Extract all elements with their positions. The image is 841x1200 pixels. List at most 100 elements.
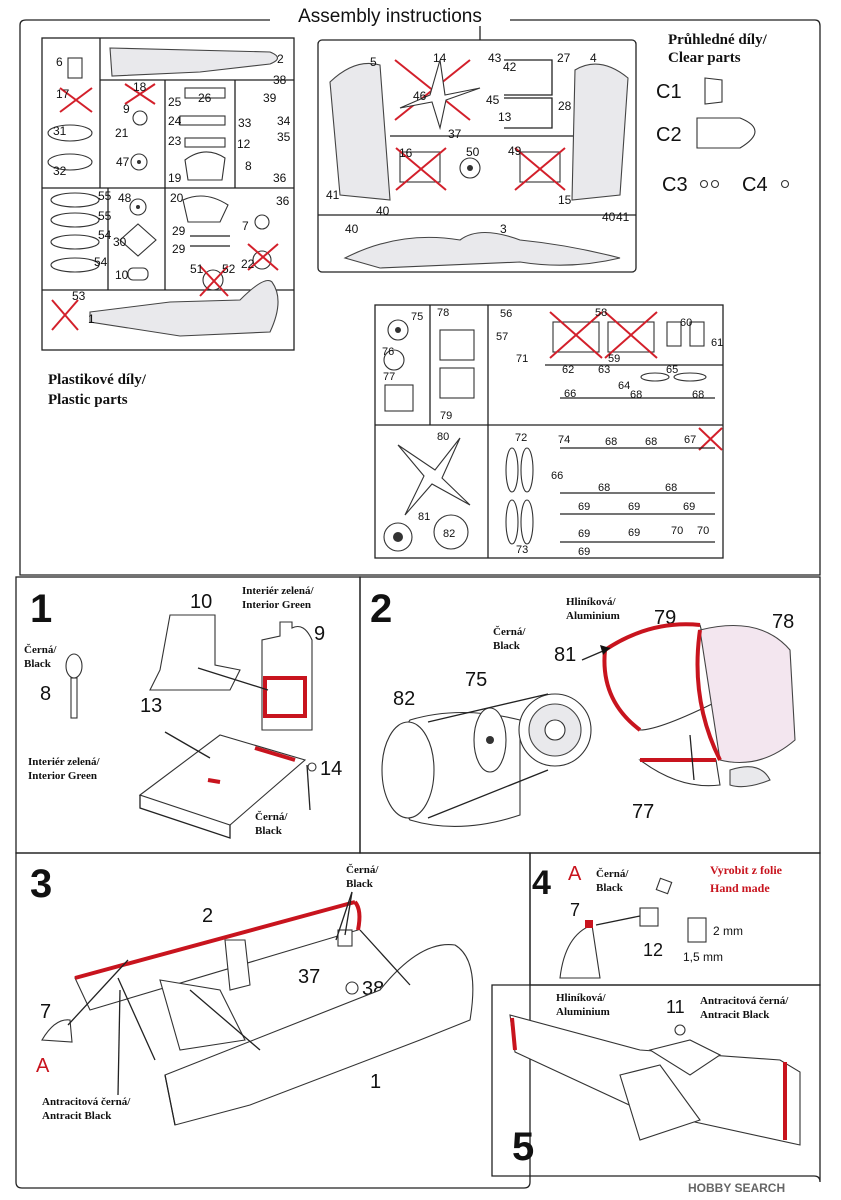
clear-part-label: C3 xyxy=(662,174,688,196)
part-number: 7 xyxy=(40,1001,51,1023)
sprue-a-number: 18 xyxy=(133,80,147,94)
page-title: Assembly instructions xyxy=(298,6,482,27)
plastic-parts-label-en: Plastic parts xyxy=(48,392,128,408)
part-number: 12 xyxy=(643,940,663,960)
sprue-b-number: 50 xyxy=(466,145,480,159)
sprue-c xyxy=(374,304,724,559)
sprue-a-number: 26 xyxy=(198,91,212,105)
sprue-a-number: 39 xyxy=(263,91,277,105)
step-number: 2 xyxy=(370,587,392,631)
sprue-c-number: 69 xyxy=(628,501,640,513)
step3-frame xyxy=(15,852,531,1189)
clear-parts-label-cz: Průhledné díly/ xyxy=(668,32,768,48)
sprue-b-number: 42 xyxy=(503,60,517,74)
sprue-a-number: 55 xyxy=(98,209,112,223)
sprue-b-number: 13 xyxy=(498,110,512,124)
sprue-c-number: 63 xyxy=(598,364,610,376)
dimension-label: 1,5 mm xyxy=(683,950,723,964)
sprue-b-number: 15 xyxy=(558,193,572,207)
part-number: 13 xyxy=(140,695,162,717)
sprue-a-number: 33 xyxy=(238,116,252,130)
sprue-c-number: 66 xyxy=(551,470,563,482)
sprue-a-number: 29 xyxy=(172,224,186,238)
sprue-c-number: 82 xyxy=(443,528,455,540)
paint-label: Antracit Black xyxy=(42,1110,112,1122)
sprue-a-labels: 6 2 38 17 18 9 25 26 39 33 34 35 31 21 2… xyxy=(53,52,291,326)
sprue-c-number: 69 xyxy=(578,546,590,558)
step-number: 1 xyxy=(30,587,52,631)
sprue-a-number: 30 xyxy=(113,235,127,249)
sprue-c-number: 75 xyxy=(411,311,423,323)
part-number: 11 xyxy=(666,997,685,1017)
sprue-a-number: 25 xyxy=(168,95,182,109)
step3: 3 Černá/ Black 2 37 38 7 A 1 Antracitová… xyxy=(30,862,474,1126)
cowling-lower-part xyxy=(638,759,721,787)
sprue-c-number: 59 xyxy=(608,353,620,365)
paint-label: Černá/ xyxy=(24,643,57,656)
sprue-a-number: 7 xyxy=(242,219,249,233)
sprue-c-number: 78 xyxy=(437,307,449,319)
sprue-a-number: 8 xyxy=(245,159,252,173)
handmade-label: Vyrobit z folie xyxy=(710,863,783,877)
paint-label: Interiér zelená/ xyxy=(28,756,101,768)
handmade-label: Hand made xyxy=(710,881,770,895)
sprue-a-number: 31 xyxy=(53,124,67,138)
sprue-a-number: 23 xyxy=(168,134,182,148)
instrument-panel-part xyxy=(559,924,601,979)
sprue-c-number: 69 xyxy=(683,501,695,513)
sprue-a-number: 21 xyxy=(115,126,129,140)
paint-label: Antracit Black xyxy=(700,1009,770,1021)
sprue-a-number: 54 xyxy=(98,228,112,242)
sprue-c-labels: 75 78 56 58 60 76 57 61 77 71 59 62 63 6… xyxy=(382,307,723,558)
paint-label: Interior Green xyxy=(28,770,97,782)
sprue-a-number: 1 xyxy=(88,312,95,326)
sprue-a-number: 17 xyxy=(56,87,70,101)
sprue-a-number: 19 xyxy=(168,171,182,185)
sprue-a-number: 32 xyxy=(53,164,67,178)
sprue-b-number: 4 xyxy=(590,51,597,65)
fuselage-right-half xyxy=(164,944,474,1126)
sprue-c-number: 79 xyxy=(440,410,452,422)
sprue-a-number: 10 xyxy=(115,268,129,282)
title-mask xyxy=(270,6,510,26)
sprue-c-number: 58 xyxy=(595,307,607,319)
sprue-c-number: 77 xyxy=(383,371,395,383)
part-number: 78 xyxy=(772,611,794,633)
sprue-a-number: 48 xyxy=(118,191,132,205)
sprue-b-number: 40 xyxy=(376,204,390,218)
plastic-parts-label-cz: Plastikové díly/ xyxy=(48,372,147,388)
step-number: 3 xyxy=(30,862,52,906)
sprue-c-number: 68 xyxy=(630,389,642,401)
sprue-c-number: 64 xyxy=(618,380,630,392)
sprue-c-number: 73 xyxy=(516,544,528,556)
sprue-a-number: 51 xyxy=(190,262,204,276)
sprue-c-number: 68 xyxy=(665,482,677,494)
sprue-c-number: 57 xyxy=(496,331,508,343)
paint-label: Aluminium xyxy=(556,1006,610,1018)
sprue-a-number: 35 xyxy=(277,130,291,144)
step-number: 4 xyxy=(532,864,551,902)
sprue-a-number: 29 xyxy=(172,242,186,256)
part-number: 82 xyxy=(393,688,415,710)
paint-label: Černá/ xyxy=(255,810,288,823)
clear-part-label: C4 xyxy=(742,174,768,196)
part-number: 2 xyxy=(202,905,213,927)
sprue-panel-frame xyxy=(19,19,821,576)
sprue-a-number: 9 xyxy=(123,102,130,116)
sprue-c-number: 70 xyxy=(671,525,683,537)
sprue-c-number: 70 xyxy=(697,525,709,537)
sprue-b-number: 45 xyxy=(486,93,500,107)
sprue-a-number: 36 xyxy=(273,171,287,185)
sprue-a-number: 2 xyxy=(277,52,284,66)
sprue-c-number: 69 xyxy=(578,528,590,540)
part-number: 75 xyxy=(465,669,487,691)
sprue-a-number: 53 xyxy=(72,289,86,303)
sprue-c-number: 71 xyxy=(516,353,528,365)
sprue-b-number: 27 xyxy=(557,51,571,65)
sprue-a-number: 22 xyxy=(241,257,255,271)
part-number: 9 xyxy=(314,623,325,645)
reference-marker-a: A xyxy=(36,1055,50,1077)
clear-parts: Průhledné díly/ Clear parts C1 C2 C3 C4 xyxy=(656,32,790,196)
paint-label: Černá/ xyxy=(346,863,379,876)
